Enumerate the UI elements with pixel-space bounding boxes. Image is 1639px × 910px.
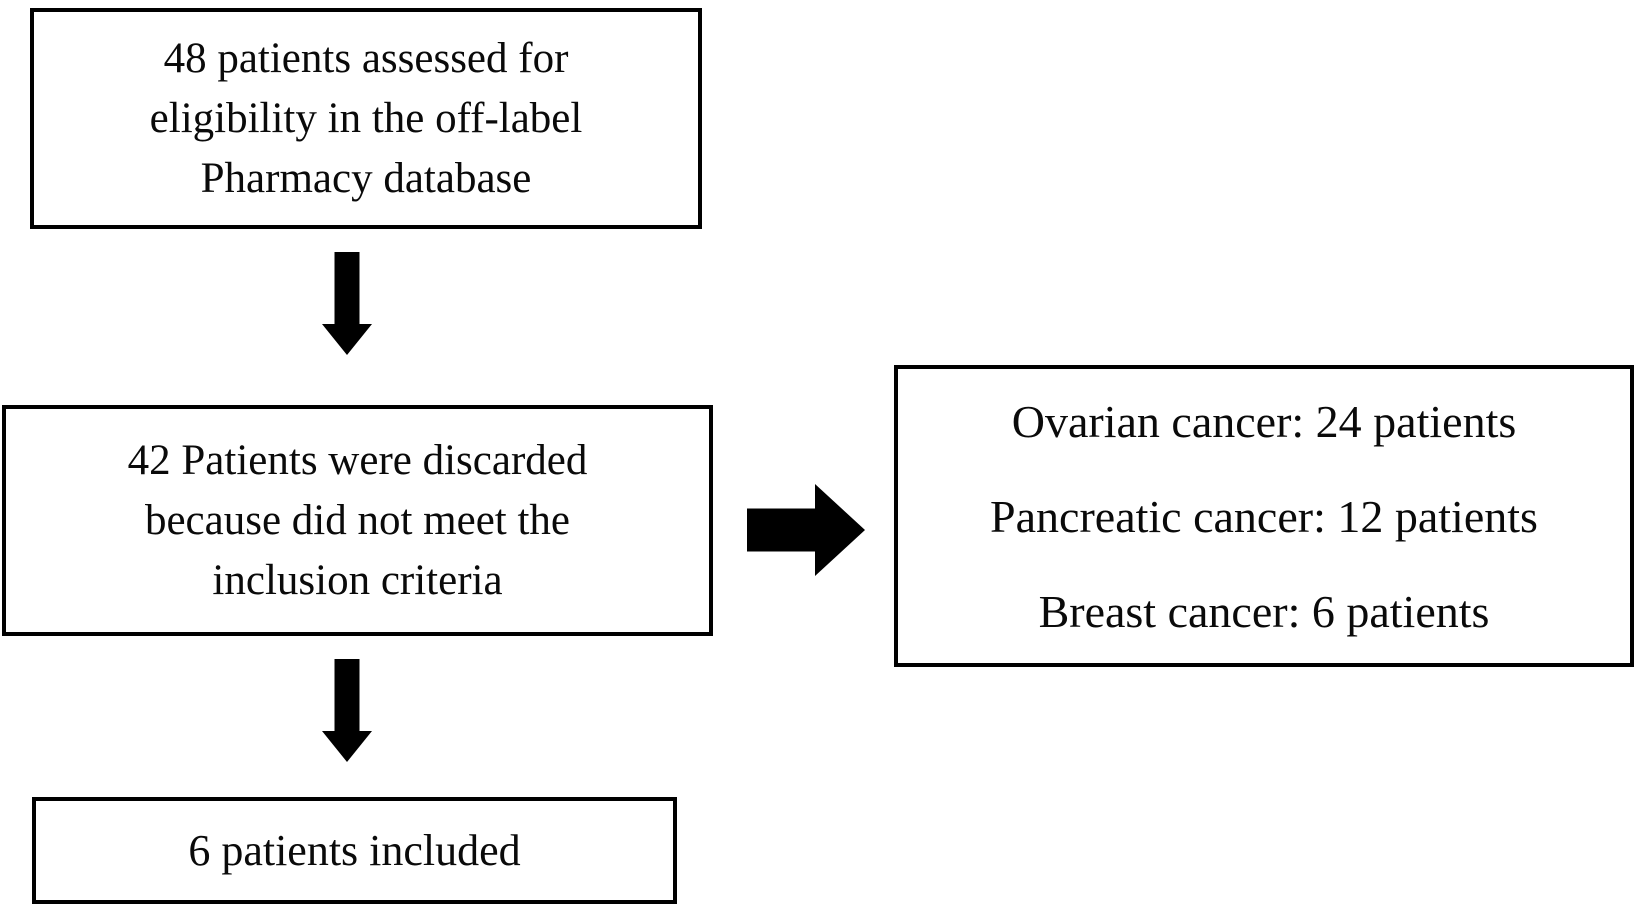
node-included-line-1: 6 patients included [188,825,521,875]
node-breakdown: Ovarian cancer: 24 patients Pancreatic c… [894,365,1634,667]
node-breakdown-line-pancreatic: Pancreatic cancer: 12 patients [990,490,1538,542]
node-assessed-line-3: Pharmacy database [200,154,532,202]
node-discarded: 42 Patients were discarded because did n… [2,405,713,636]
node-included: 6 patients included [32,797,677,904]
node-breakdown-line-ovarian: Ovarian cancer: 24 patients [1011,395,1517,447]
node-discarded-line-2: because did not meet the [144,496,571,544]
node-discarded-line-1: 42 Patients were discarded [127,436,588,484]
down-arrow-icon [322,252,372,355]
right-arrow-icon [747,484,865,576]
node-assessed-line-1: 48 patients assessed for [163,34,569,82]
node-assessed-line-2: eligibility in the off-label [149,94,583,142]
node-discarded-line-3: inclusion criteria [212,556,503,604]
down-arrow-icon [322,659,372,762]
node-assessed: 48 patients assessed for eligibility in … [30,8,702,229]
node-breakdown-line-breast: Breast cancer: 6 patients [1038,585,1490,637]
